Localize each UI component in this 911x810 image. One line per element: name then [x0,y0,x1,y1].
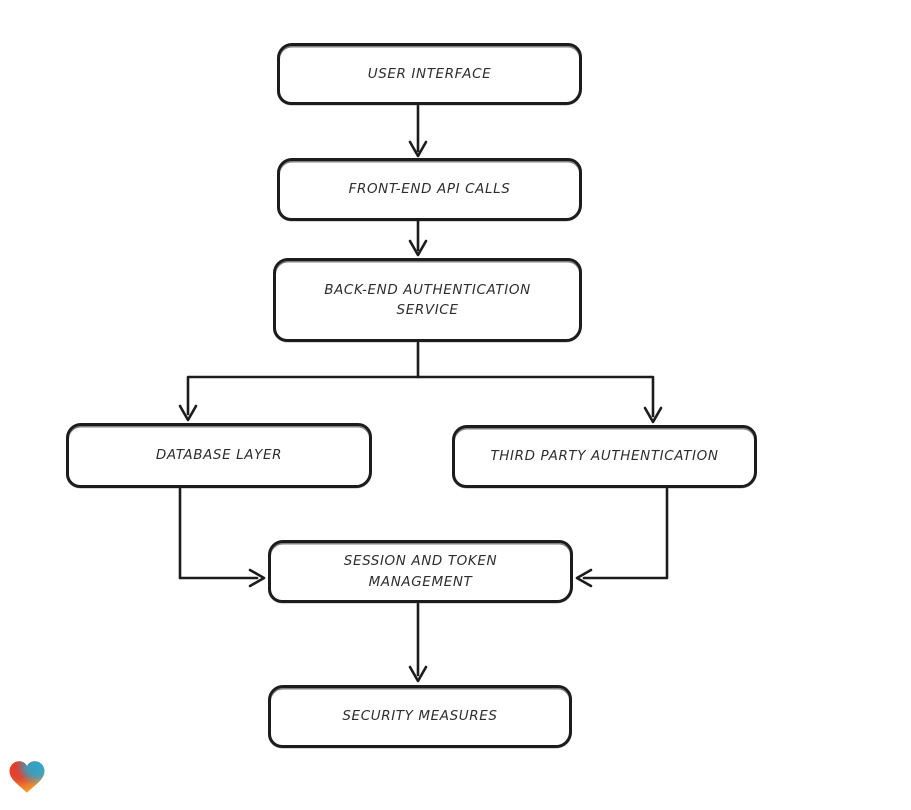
arrowhead-down-icon [408,665,428,683]
node-label: BACK-END AUTHENTICATION SERVICE [324,281,531,318]
edge-back-end-authentication-service-to-third-party-authentication [416,375,663,424]
arrowhead-left-icon [575,568,593,588]
node-label: USER INTERFACE [367,65,492,82]
edge-session-and-token-management-to-security-measures [408,602,428,683]
arrowhead-down-icon [408,239,428,257]
edge-back-end-authentication-service-to-database-layer [178,341,420,422]
node-session-and-token-management[interactable]: SESSION AND TOKEN MANAGEMENT [268,540,573,603]
node-user-interface[interactable]: USER INTERFACE [277,43,582,105]
node-label: SECURITY MEASURES [342,708,498,725]
node-third-party-authentication[interactable]: THIRD PARTY AUTHENTICATION [452,425,757,488]
node-label: SESSION AND TOKEN MANAGEMENT [343,553,498,590]
edge-front-end-api-calls-to-back-end-authentication-service [408,219,428,257]
edge-third-party-authentication-to-session-and-token-management [575,487,669,588]
arrowhead-down-icon [178,404,198,422]
arrowhead-down-icon [643,406,663,424]
node-label: DATABASE LAYER [155,447,283,464]
arrowhead-down-icon [408,140,428,158]
node-label: FRONT-END API CALLS [348,181,511,198]
edge-database-layer-to-session-and-token-management [178,487,266,588]
arrowhead-right-icon [248,568,266,588]
node-back-end-authentication-service[interactable]: BACK-END AUTHENTICATION SERVICE [273,258,582,342]
node-database-layer[interactable]: DATABASE LAYER [66,423,372,488]
node-front-end-api-calls[interactable]: FRONT-END API CALLS [277,158,582,221]
node-security-measures[interactable]: SECURITY MEASURES [268,685,572,748]
node-label: THIRD PARTY AUTHENTICATION [490,448,719,465]
edge-user-interface-to-front-end-api-calls [408,104,428,158]
heart-logo[interactable] [9,760,45,794]
